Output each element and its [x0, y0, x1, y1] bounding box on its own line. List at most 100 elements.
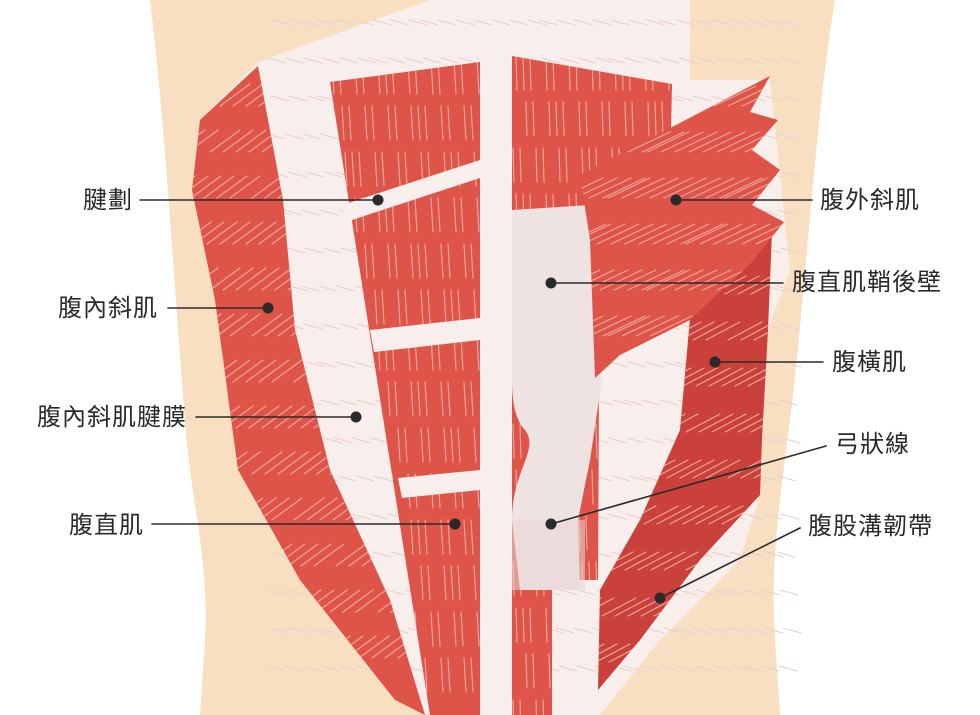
muscle-fiber: [453, 62, 457, 95]
muscle-fiber: [192, 175, 209, 199]
muscle-fiber: [522, 56, 525, 91]
fascia-fiber: [674, 627, 694, 634]
muscle-fiber: [437, 611, 441, 647]
muscle-fiber: [335, 543, 367, 567]
muscle-fiber: [719, 177, 763, 199]
muscle-fiber: [450, 427, 454, 463]
muscle-fiber: [410, 519, 414, 555]
muscle-fiber: [358, 151, 362, 187]
muscle-fiber: [424, 519, 428, 555]
fascia-fiber: [696, 57, 716, 64]
muscle-fiber: [519, 423, 522, 459]
muscle-fiber: [404, 151, 408, 187]
fascia-fiber: [354, 19, 374, 26]
muscle-fiber: [453, 197, 457, 233]
muscle-fiber: [397, 151, 401, 187]
muscle-fiber: [666, 223, 710, 245]
fascia-fiber: [742, 665, 762, 672]
muscle-fiber: [631, 101, 634, 137]
muscle-fiber: [371, 243, 375, 279]
muscle-fiber: [407, 197, 411, 233]
fascia-fiber: [302, 133, 322, 140]
muscle-fiber: [264, 451, 296, 475]
fascia-fiber: [777, 475, 797, 482]
fascia-fiber: [320, 665, 340, 672]
label-tendinous-intersection: 腱劃: [83, 186, 133, 214]
fascia-fiber: [527, 19, 547, 26]
fascia-fiber: [592, 19, 612, 26]
fascia-fiber: [300, 19, 320, 26]
muscle-fiber: [741, 223, 784, 245]
fascia-fiber: [318, 285, 338, 292]
fascia-fiber: [301, 209, 321, 216]
fascia-fiber: [356, 399, 376, 406]
fascia-fiber: [677, 665, 697, 672]
fascia-fiber: [641, 399, 661, 406]
muscle-fiber: [251, 451, 283, 475]
muscle-fiber: [440, 381, 444, 417]
muscle-fiber: [450, 565, 454, 601]
label-arcuate-line: 弓狀線: [835, 430, 910, 458]
muscle-fiber: [192, 589, 196, 613]
muscle-fiber: [364, 105, 368, 141]
label-rectus-abdominis: 腹直肌: [69, 511, 144, 539]
fascia-fiber: [610, 19, 630, 26]
fascia-fiber: [695, 665, 715, 672]
muscle-fiber: [638, 223, 682, 245]
muscle-fiber: [344, 151, 348, 187]
fascia-fiber: [555, 627, 575, 634]
fascia-fiber: [386, 57, 406, 64]
muscle-fiber: [222, 129, 254, 153]
fascia-fiber: [779, 589, 799, 596]
fascia-fiber: [368, 57, 388, 64]
muscle-fiber: [608, 101, 611, 137]
muscle-fiber: [677, 177, 721, 199]
muscle-fiber: [660, 269, 704, 291]
muscle-fiber: [420, 427, 424, 463]
muscle-fiber: [371, 635, 403, 659]
fascia-fiber: [646, 19, 666, 26]
fascia-fiber: [692, 627, 712, 634]
fascia-fiber: [422, 57, 442, 64]
muscle-fiber: [562, 101, 565, 137]
fascia-fiber: [289, 19, 309, 26]
leader-external-oblique-dot: [670, 194, 682, 206]
fascia-fiber: [372, 19, 392, 26]
muscle-fiber: [427, 565, 431, 601]
muscle-fiber: [598, 597, 615, 617]
muscle-fiber: [656, 505, 692, 525]
fascia-fiber: [747, 19, 767, 26]
muscle-fiber: [410, 381, 414, 417]
muscle-fiber: [702, 269, 746, 291]
fascia-fiber: [714, 589, 734, 596]
fascia-fiber: [642, 57, 662, 64]
muscle-fiber: [512, 147, 515, 183]
fascia-fiber: [779, 323, 799, 330]
fascia-fiber: [287, 171, 307, 178]
muscle-fiber: [698, 413, 734, 433]
fascia-fiber: [353, 361, 373, 368]
fascia-fiber: [300, 285, 320, 292]
muscle-fiber: [447, 657, 451, 693]
muscle-fiber: [535, 147, 538, 183]
fascia-fiber: [283, 209, 303, 216]
muscle-fiber: [627, 131, 671, 153]
muscle-fiber: [641, 131, 685, 153]
muscle-fiber: [529, 56, 532, 91]
muscle-fiber: [473, 289, 477, 325]
leader-inguinal-ligament: [659, 527, 801, 599]
fascia-fiber: [710, 627, 730, 634]
muscle-fiber: [711, 413, 747, 433]
muscle-fiber: [192, 589, 209, 613]
muscle-fiber: [680, 223, 724, 245]
fascia-fiber: [573, 627, 593, 634]
muscle-fiber: [588, 315, 632, 337]
muscle-fiber: [708, 505, 744, 525]
muscle-fiber: [219, 83, 251, 107]
muscle-fiber: [470, 519, 474, 555]
muscle-fiber: [251, 175, 283, 199]
muscle-fiber: [470, 243, 474, 279]
muscle-fiber: [747, 367, 772, 387]
fascia-fiber: [781, 171, 801, 178]
muscle-fiber: [229, 313, 261, 337]
